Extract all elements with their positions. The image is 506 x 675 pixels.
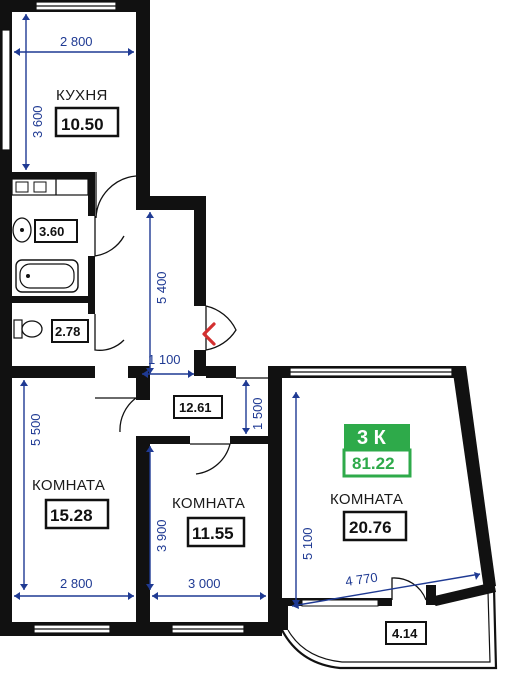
hall-area: 12.61	[179, 400, 212, 415]
total-area-box	[342, 448, 412, 478]
dim-room-middle-height: 3 900	[154, 519, 169, 552]
dim-room-left-width: 2 800	[60, 576, 93, 591]
dim-kitchen-width: 2 800	[60, 34, 93, 49]
room-middle-area: 11.55	[192, 524, 234, 543]
room-left-area: 15.28	[50, 506, 93, 525]
kitchen-area: 10.50	[61, 115, 104, 134]
entrance-icon	[202, 322, 216, 346]
dim-corridor-length: 5 400	[154, 271, 169, 304]
apartment-type: 3 К	[357, 427, 387, 449]
dim-corridor-width: 1 100	[148, 352, 181, 367]
dim-room-right-width: 4 770	[344, 570, 378, 589]
total-area: 81.22	[352, 454, 395, 473]
apartment-type-badge	[344, 424, 410, 450]
dimension-lines	[14, 14, 481, 609]
dim-room-left-height: 5 500	[28, 413, 43, 446]
sink-icon	[12, 217, 32, 243]
windows	[1, 1, 453, 634]
bathtub-icon	[15, 259, 79, 293]
room-middle-label: КОМНАТА	[172, 495, 245, 512]
dim-room-right-height: 5 100	[300, 527, 315, 560]
dim-kitchen-height: 3 600	[30, 105, 45, 138]
balcony	[281, 587, 498, 670]
doors	[94, 172, 427, 601]
kitchen-label: КУХНЯ	[56, 87, 108, 104]
room-right-label: КОМНАТА	[330, 491, 403, 508]
kitchen-counter	[11, 178, 89, 196]
dim-hall-depth: 1 500	[250, 397, 265, 430]
room-right-area: 20.76	[349, 518, 392, 537]
dim-room-middle-width: 3 000	[188, 576, 221, 591]
toilet-icon	[13, 319, 43, 339]
bathroom-area: 3.60	[39, 224, 64, 239]
balcony-area: 4.14	[392, 626, 418, 641]
room-left-label: КОМНАТА	[32, 477, 105, 494]
toilet-area: 2.78	[55, 324, 80, 339]
